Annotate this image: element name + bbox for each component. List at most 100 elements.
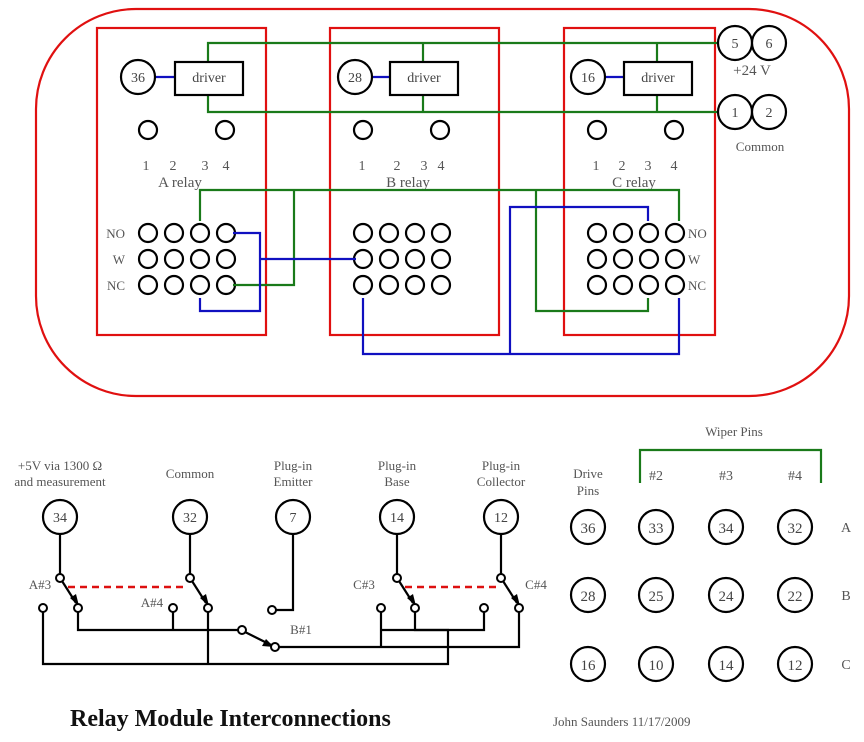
contact: [73, 603, 83, 613]
table-pin-label: 28: [581, 589, 596, 605]
drive-pin-label: 16: [581, 71, 595, 86]
switch-arrow-icon: [200, 594, 209, 606]
contact: [496, 573, 506, 583]
switch-a3: [38, 573, 83, 613]
blue-c-no3: [508, 205, 650, 354]
contact-pin: [352, 248, 374, 270]
contact: [270, 642, 280, 652]
col-header-2: #2: [649, 469, 663, 484]
switch-c4: [479, 573, 524, 613]
contact-pin: [352, 222, 374, 244]
plus24-label: +24 V: [733, 63, 771, 79]
pin-6: [750, 24, 788, 62]
supply-plus24: 5 6 +24 V: [716, 24, 788, 79]
bus-common-loop: [41, 608, 450, 666]
table-pin: [776, 508, 814, 546]
switch-arrow-icon: [511, 594, 520, 606]
switch-b1: [237, 605, 280, 652]
contact: [514, 603, 524, 613]
relay-box-a: [95, 26, 268, 337]
coil-pin: [663, 119, 685, 141]
terminal-pin: [482, 498, 520, 536]
contact-pin: [664, 274, 686, 296]
bus-a3-out: [76, 608, 242, 632]
pin-number: 1: [359, 159, 366, 174]
pin-number: 3: [645, 159, 652, 174]
contact-pin: [664, 222, 686, 244]
switch-schematic: A#3 A#4 B#1 C#3 C#4 34+5V via 1300 Ωand …: [14, 458, 547, 666]
green-c-nc3: [534, 190, 650, 313]
row-relay-label: A: [841, 521, 852, 536]
row-label: W: [113, 252, 126, 267]
label-a4: A#4: [141, 595, 164, 610]
pin-number: 4: [223, 159, 230, 174]
relay-name: C relay: [612, 175, 656, 191]
terminal-pin-label: 14: [390, 511, 404, 526]
driver-box: [622, 60, 694, 97]
table-pin-label: 14: [719, 658, 735, 674]
contact-pin: [586, 274, 608, 296]
coil-pin: [586, 119, 608, 141]
relay-name: B relay: [386, 175, 430, 191]
contact-pin: [189, 248, 211, 270]
terminal-pin-label: 32: [183, 511, 197, 526]
contact: [410, 603, 420, 613]
label-c4: C#4: [525, 577, 547, 592]
terminal-label: Plug-in: [482, 458, 521, 473]
table-pin-label: 10: [649, 658, 664, 674]
drive-header-line2: Pins: [577, 483, 599, 498]
pin-number: 1: [143, 159, 150, 174]
terminal-label: Plug-in: [274, 458, 313, 473]
table-pin-label: 32: [788, 521, 803, 537]
drive-pin-label: 28: [348, 71, 362, 86]
switch-arrow-icon: [70, 594, 79, 606]
blue-a-loop: [198, 231, 262, 313]
label-a3: A#3: [29, 577, 51, 592]
coil-pin: [352, 119, 374, 141]
table-pin: [776, 645, 814, 683]
contact-pin: [612, 222, 634, 244]
switch-a4: [168, 573, 213, 613]
wire-c3-c4: [413, 608, 486, 632]
pin-number: 3: [202, 159, 209, 174]
table-pin-label: 24: [719, 589, 735, 605]
coil-pin: [137, 119, 159, 141]
table-pin: [707, 508, 745, 546]
drive-pin: [119, 58, 157, 96]
contact: [237, 625, 247, 635]
wiper-bracket: [638, 448, 823, 483]
contact-pin: [163, 274, 185, 296]
blue-b-nc-to-c-nc: [361, 298, 681, 356]
contact: [267, 605, 277, 615]
table-pin: [569, 645, 607, 683]
contact-pin: [612, 274, 634, 296]
relay-box-b: [328, 26, 501, 337]
pin-1-label: 1: [732, 106, 739, 121]
col-header-4: #4: [788, 469, 802, 484]
contact-pin: [163, 222, 185, 244]
terminal-pin-label: 12: [494, 511, 508, 526]
contact: [185, 573, 195, 583]
label-b1: B#1: [290, 622, 312, 637]
row-relay-label: C: [841, 658, 850, 673]
supply-common: 1 2 Common: [716, 93, 788, 154]
supply-rails: [206, 41, 718, 114]
green-a-nc4: [233, 190, 296, 287]
contact-pin: [378, 222, 400, 244]
label-c3: C#3: [353, 577, 375, 592]
contact: [55, 573, 65, 583]
table-pin-label: 12: [788, 658, 803, 674]
table-pin: [707, 576, 745, 614]
contact: [168, 603, 178, 613]
contact-pin: [430, 248, 452, 270]
contact-pin: [137, 222, 159, 244]
